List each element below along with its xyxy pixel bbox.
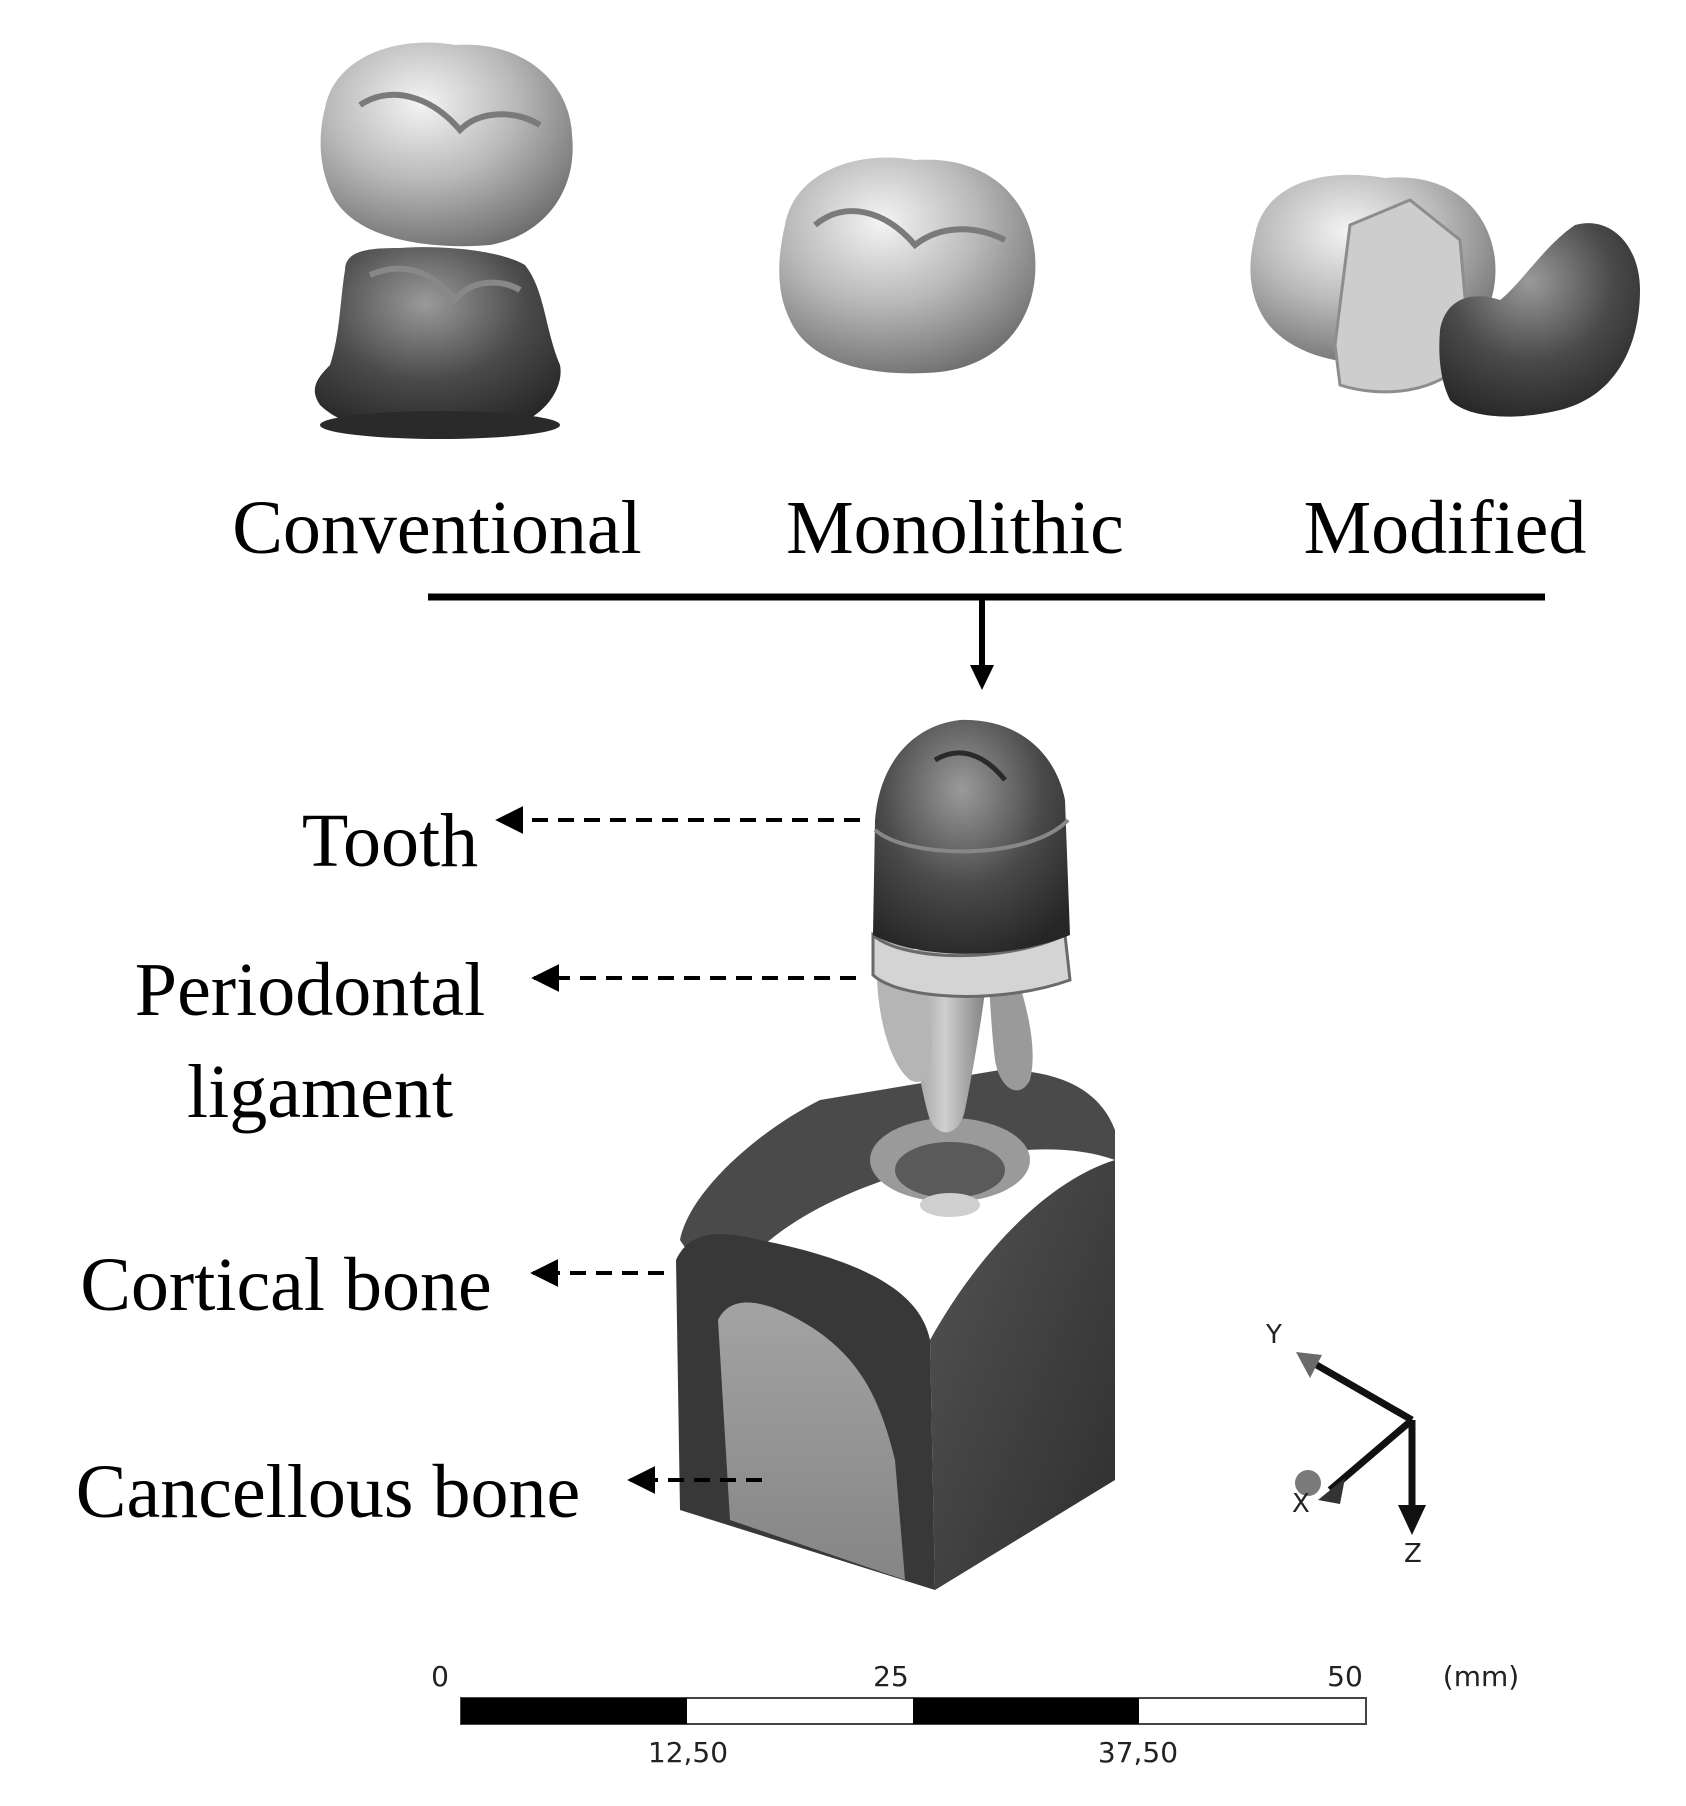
modified-crown-image: [1250, 174, 1640, 417]
x-axis-arrow-head: [1318, 1478, 1345, 1504]
axis-label-y: Y: [1265, 1320, 1282, 1350]
down-arrow-head: [970, 665, 994, 690]
x-axis-ball: [1295, 1470, 1321, 1496]
label-monolithic: Monolithic: [786, 486, 1124, 570]
label-cancellous-bone: Cancellous bone: [76, 1450, 580, 1534]
monolithic-crown-image: [779, 157, 1036, 374]
tooth-model: [871, 719, 1072, 1133]
y-axis-arrow: [1306, 1356, 1414, 1424]
label-periodontal-line1: Periodontal: [135, 948, 485, 1032]
conventional-crown-image: [314, 42, 573, 439]
scale-tick-37-50: 37,50: [1098, 1736, 1178, 1769]
scale-bar-segment-3: [913, 1698, 1139, 1724]
scale-bar-segment-1: [461, 1698, 687, 1724]
x-axis-arrow: [1327, 1417, 1415, 1493]
scale-tick-25: 25: [873, 1660, 909, 1693]
scale-tick-50: 50: [1327, 1660, 1363, 1693]
z-axis-arrow-head: [1398, 1505, 1426, 1535]
axis-label-z: Z: [1404, 1539, 1422, 1569]
label-tooth: Tooth: [302, 799, 478, 883]
scale-tick-0: 0: [431, 1660, 449, 1693]
axis-triad: Y X Z: [1265, 1320, 1426, 1569]
scale-bar: 0 25 50 (mm) 12,50 37,50: [431, 1660, 1519, 1769]
label-periodontal-line2: ligament: [187, 1050, 453, 1134]
label-conventional: Conventional: [232, 486, 642, 570]
scale-tick-12-50: 12,50: [648, 1736, 728, 1769]
y-axis-arrow-head: [1296, 1352, 1322, 1378]
scale-unit: (mm): [1443, 1660, 1519, 1693]
bone-block: [676, 1070, 1115, 1590]
label-modified: Modified: [1304, 486, 1587, 570]
axis-label-x: X: [1292, 1489, 1310, 1519]
label-cortical-bone: Cortical bone: [80, 1243, 492, 1327]
